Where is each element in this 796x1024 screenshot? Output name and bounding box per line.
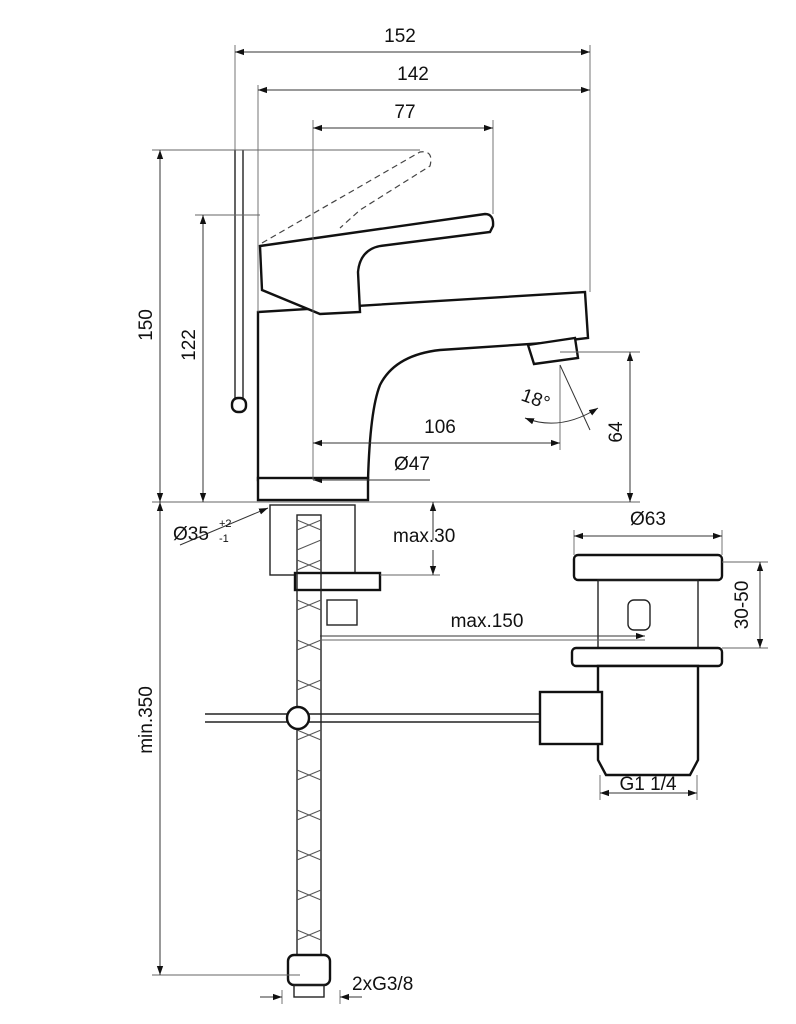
waste-body-upper — [597, 579, 699, 651]
dim-122: 122 — [179, 329, 200, 361]
waste-slot — [627, 599, 651, 631]
dim-77: 77 — [394, 102, 415, 123]
waste-flange — [570, 646, 724, 668]
waste-body-lower — [596, 664, 700, 777]
dim-47: Ø47 — [394, 454, 430, 475]
dim-35-tol-minus: -1 — [219, 533, 229, 545]
mounting-plate — [293, 571, 382, 592]
dim-152: 152 — [384, 26, 416, 47]
waste-valve — [538, 553, 724, 777]
dim-64: 64 — [606, 421, 627, 443]
dim-35: Ø35 — [173, 524, 209, 545]
popup-knob — [230, 396, 248, 414]
handle — [258, 212, 495, 316]
rod-clamp — [285, 705, 311, 731]
dim-max150: max.150 — [451, 611, 524, 632]
faucet-body — [256, 290, 590, 482]
popup-rod — [234, 150, 244, 400]
extension-lines — [152, 45, 768, 1004]
aerator — [526, 336, 580, 366]
dim-150: 150 — [136, 309, 157, 341]
hose-thread — [293, 984, 325, 998]
dim-min350: min.350 — [136, 686, 157, 754]
dim-g1-1-4: G1 1/4 — [619, 774, 676, 795]
handle-raised-outline — [261, 151, 432, 244]
waste-cap — [572, 553, 724, 582]
faucet — [230, 150, 590, 502]
fixing-nut — [326, 599, 358, 626]
popup-link-rod — [205, 713, 545, 723]
dim-63: Ø63 — [630, 509, 666, 530]
dim-18deg: 18° — [518, 385, 552, 415]
hose-fitting — [286, 953, 332, 987]
mounting-assembly — [205, 504, 545, 998]
dim-30-50: 30-50 — [732, 581, 753, 630]
hose-braid — [296, 519, 322, 941]
waste-connector — [538, 690, 604, 746]
dim-2xg3-8: 2xG3/8 — [352, 974, 413, 995]
dim-106: 106 — [424, 417, 456, 438]
dim-35-tol-plus: +2 — [219, 518, 232, 530]
dim-max30: max.30 — [393, 526, 455, 547]
base-plate — [256, 476, 370, 502]
dimension-labels: 152 142 77 150 122 64 106 Ø47 Ø35 +2 -1 … — [136, 26, 753, 995]
dimension-lines — [156, 48, 764, 1001]
dim-142: 142 — [397, 64, 429, 85]
